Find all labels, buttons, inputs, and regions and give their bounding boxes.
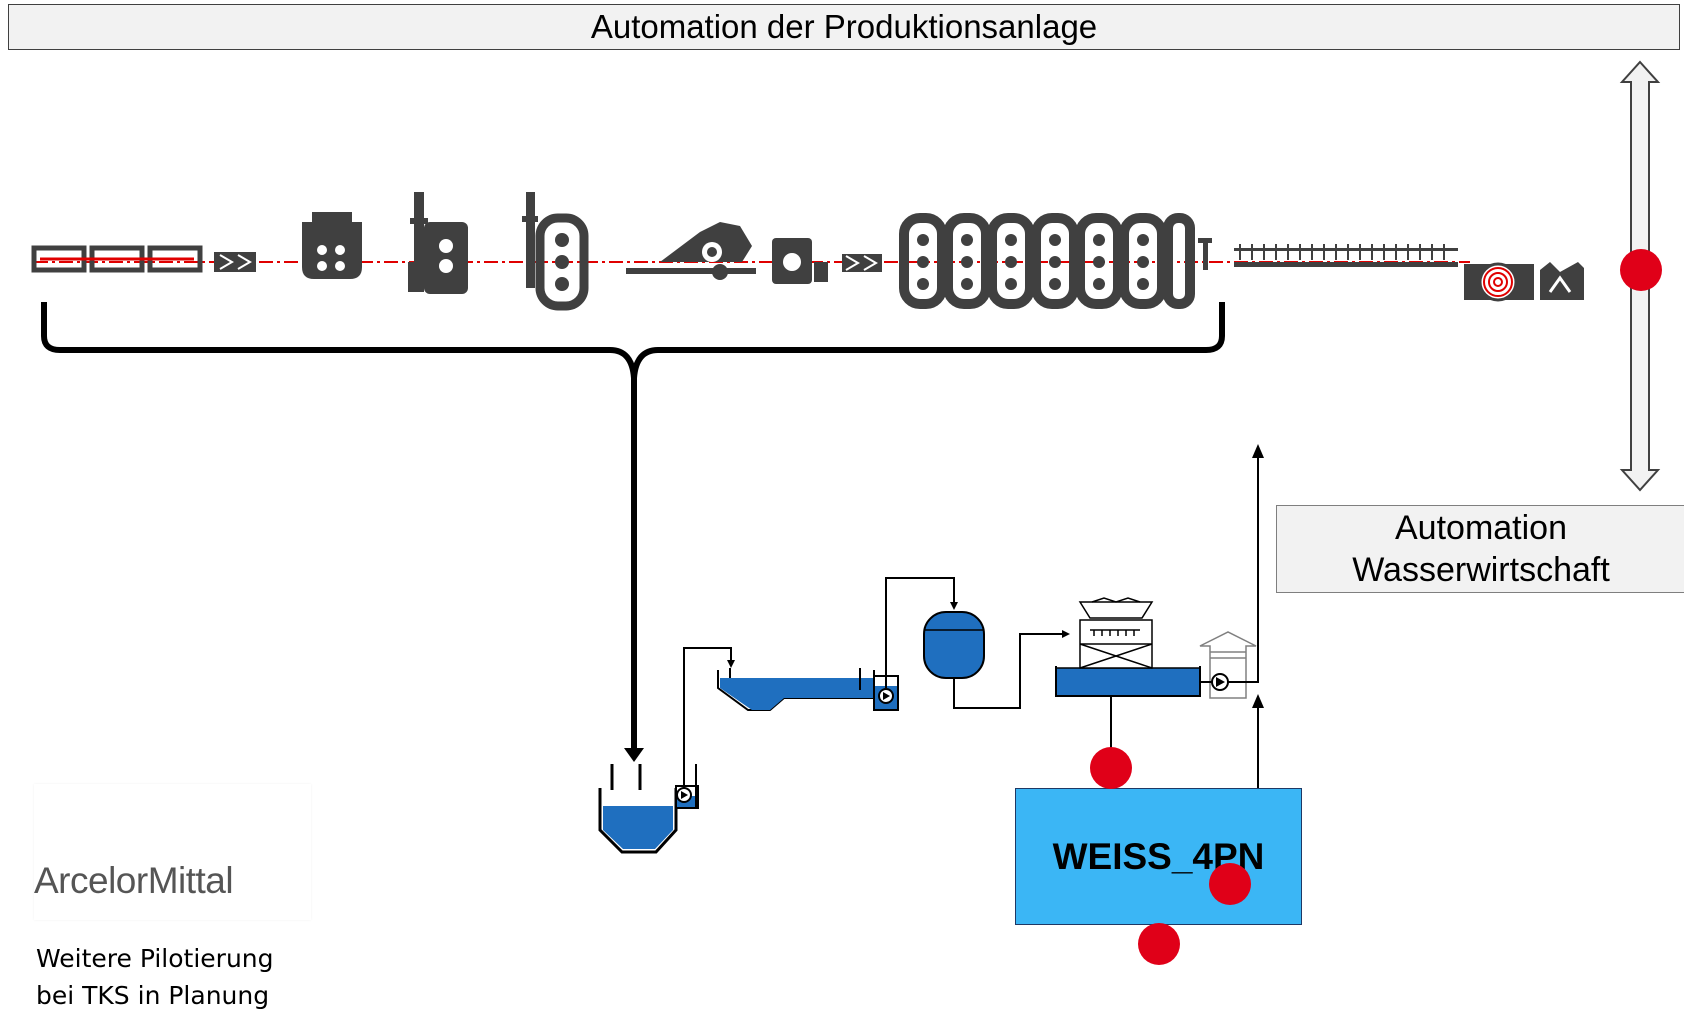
note-line2: bei TKS in Planung <box>36 981 270 1010</box>
arrow-head-icon <box>1252 444 1264 458</box>
furnace-icon <box>31 245 256 273</box>
runout-table-icon <box>1234 244 1458 267</box>
coil-icon <box>1464 262 1584 302</box>
descaler-icon <box>302 212 362 279</box>
rolling-mill-line <box>31 192 1584 311</box>
weiss-unit-label: WEISS_4PN <box>1052 835 1265 877</box>
production-automation-banner: Automation der Produktionsanlage <box>8 4 1680 50</box>
finishing-rolls-icon <box>917 234 1212 290</box>
pilot-note: Weitere Pilotierung bei TKS in Planung <box>36 940 274 1014</box>
status-marker-icon <box>1620 249 1662 291</box>
arrow-head-icon <box>624 748 644 762</box>
finishing-stands-icon <box>899 213 1195 309</box>
rolling-stand-icon <box>408 192 468 294</box>
cooling-tower-icon <box>1055 597 1201 697</box>
water-box-line2: Wasserwirtschaft <box>1352 551 1610 589</box>
note-line1: Weitere Pilotierung <box>36 944 274 973</box>
rolling-stand-icon <box>522 192 589 311</box>
collection-bracket <box>41 302 1225 750</box>
settling-basin-icon <box>717 668 899 711</box>
coil-box-icon <box>626 222 882 284</box>
water-automation-box: Automation Wasserwirtschaft <box>1276 505 1684 593</box>
weiss-unit-box: WEISS_4PN <box>1015 788 1302 925</box>
arrow-head-icon <box>1252 694 1264 708</box>
tank-icon <box>923 611 985 679</box>
water-box-line1: Automation <box>1395 509 1567 547</box>
banner-title: Automation der Produktionsanlage <box>590 8 1098 45</box>
pump-house-icon <box>1199 631 1257 699</box>
company-logo: ArcelorMittal <box>34 784 311 920</box>
logo-text: ArcelorMittal <box>34 860 234 901</box>
